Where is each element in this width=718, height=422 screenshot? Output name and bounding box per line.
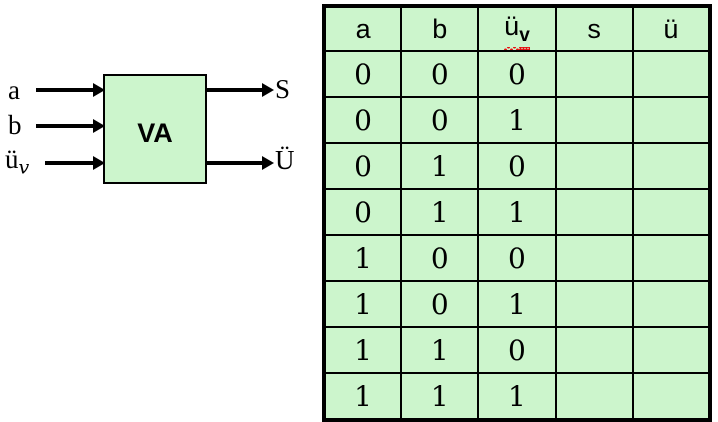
input-label-uev-subscript: v <box>18 156 30 179</box>
output-arrow-s <box>207 83 274 97</box>
output-label-ue-text: Ü <box>275 145 295 175</box>
cell-s[interactable] <box>554 188 634 236</box>
cell-ue[interactable] <box>631 142 712 190</box>
cell-a[interactable]: 0 <box>322 96 403 144</box>
cell-s[interactable] <box>554 50 634 98</box>
va-block-label: VA <box>137 118 173 148</box>
input-arrow-a <box>36 83 105 97</box>
column-header-ue-text: ü <box>663 13 679 44</box>
cell-a[interactable]: 1 <box>322 372 403 421</box>
input-label-uev-text: ü <box>5 144 19 174</box>
cell-uev[interactable]: 0 <box>477 142 557 190</box>
input-label-b: b <box>8 112 22 139</box>
cell-s[interactable] <box>554 96 634 144</box>
input-arrow-b <box>36 119 105 133</box>
cell-a[interactable]: 0 <box>322 50 403 98</box>
cell-b[interactable]: 0 <box>400 50 480 98</box>
cell-uev[interactable]: 0 <box>477 50 557 98</box>
cell-s[interactable] <box>554 372 634 421</box>
va-block: VA <box>103 74 207 184</box>
cell-uev[interactable]: 1 <box>477 280 557 328</box>
cell-ue[interactable] <box>631 188 712 236</box>
cell-b[interactable]: 1 <box>400 142 480 190</box>
cell-ue[interactable] <box>631 50 712 98</box>
cell-b[interactable]: 1 <box>400 372 480 421</box>
column-header-uev: üv <box>477 5 557 52</box>
cell-uev[interactable]: 0 <box>477 234 557 282</box>
cell-ue[interactable] <box>631 372 712 421</box>
cell-a[interactable]: 0 <box>322 188 403 236</box>
cell-a[interactable]: 0 <box>322 142 403 190</box>
cell-b[interactable]: 0 <box>400 234 480 282</box>
cell-a[interactable]: 1 <box>322 234 403 282</box>
cell-s[interactable] <box>554 234 634 282</box>
cell-ue[interactable] <box>631 280 712 328</box>
column-header-b: b <box>400 5 480 52</box>
cell-s[interactable] <box>554 142 634 190</box>
column-header-b-text: b <box>432 13 448 44</box>
cell-uev[interactable]: 0 <box>477 326 557 374</box>
input-label-uev: üv <box>5 146 29 178</box>
input-label-a-text: a <box>8 75 20 105</box>
spellcheck-underline: üv <box>504 10 530 51</box>
cell-uev[interactable]: 1 <box>477 96 557 144</box>
output-label-s: S <box>275 76 290 103</box>
cell-uev[interactable]: 1 <box>477 188 557 236</box>
input-label-a: a <box>8 77 20 104</box>
cell-s[interactable] <box>554 280 634 328</box>
column-header-uev-subscript: v <box>519 25 530 51</box>
output-label-s-text: S <box>275 74 291 104</box>
cell-a[interactable]: 1 <box>322 326 403 374</box>
input-arrow-uev <box>45 156 105 170</box>
cell-ue[interactable] <box>631 234 712 282</box>
column-header-a: a <box>322 5 403 52</box>
output-arrow-ue <box>207 156 274 170</box>
column-header-uev-text: ü <box>504 10 520 41</box>
block-diagram: a b üv VA S Ü <box>0 0 320 414</box>
cell-s[interactable] <box>554 326 634 374</box>
table-header-row: a b üv s ü <box>322 5 712 52</box>
cell-uev[interactable]: 1 <box>477 372 557 421</box>
output-label-ue: Ü <box>275 147 295 174</box>
cell-b[interactable]: 0 <box>400 280 480 328</box>
column-header-ue: ü <box>631 5 712 52</box>
cell-b[interactable]: 1 <box>400 188 480 236</box>
cell-a[interactable]: 1 <box>322 280 403 328</box>
cell-b[interactable]: 0 <box>400 96 480 144</box>
cell-ue[interactable] <box>631 326 712 374</box>
column-header-s-text: s <box>587 13 601 44</box>
column-header-s: s <box>554 5 634 52</box>
input-label-b-text: b <box>8 110 22 140</box>
column-header-a-text: a <box>355 13 371 44</box>
cell-b[interactable]: 1 <box>400 326 480 374</box>
cell-ue[interactable] <box>631 96 712 144</box>
